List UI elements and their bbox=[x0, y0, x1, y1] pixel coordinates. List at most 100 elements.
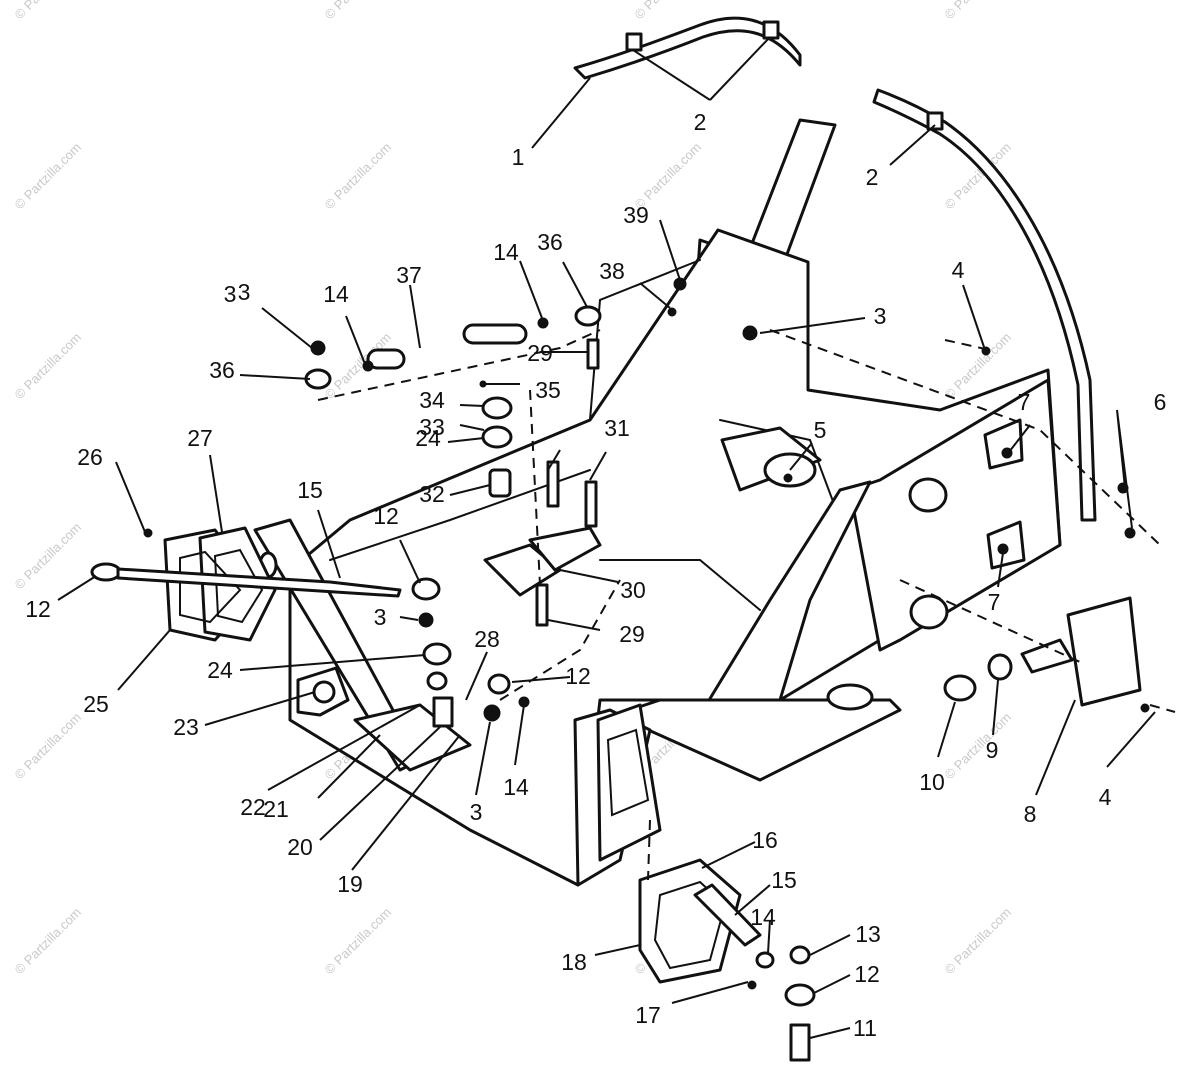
stud-19 bbox=[432, 696, 454, 728]
callout-37: 37 bbox=[396, 262, 422, 288]
watermark-text: © Partzilla.com bbox=[12, 0, 85, 22]
callout-4: 4 bbox=[1099, 784, 1112, 810]
callout-7: 7 bbox=[988, 589, 1001, 615]
callout-16: 16 bbox=[752, 827, 778, 853]
spacer-9 bbox=[1020, 638, 1074, 674]
watermark-text: © Partzilla.com bbox=[322, 0, 395, 22]
callout-23: 23 bbox=[173, 714, 199, 740]
callout-39: 39 bbox=[623, 202, 649, 228]
callout-12: 12 bbox=[373, 503, 399, 529]
callout-1: 1 bbox=[512, 144, 525, 170]
bolt-11 bbox=[789, 1023, 811, 1062]
callout-24: 24 bbox=[207, 657, 233, 683]
knob-10 bbox=[943, 674, 977, 702]
callout-2: 2 bbox=[866, 164, 879, 190]
callout-4: 4 bbox=[952, 257, 965, 283]
callout-13: 13 bbox=[855, 921, 881, 947]
watermark-text: © Partzilla.com bbox=[12, 905, 85, 978]
callout-34: 34 bbox=[419, 387, 445, 413]
bushing-34 bbox=[481, 396, 513, 420]
frame-slot bbox=[826, 683, 874, 711]
frame bbox=[288, 228, 1062, 887]
shaft-15 bbox=[693, 883, 762, 947]
watermark-text: © Partzilla.com bbox=[12, 330, 85, 403]
callout-17: 17 bbox=[635, 1002, 661, 1028]
watermark-text: © Partzilla.com bbox=[632, 0, 705, 22]
callout-14: 14 bbox=[750, 904, 776, 930]
callout-9: 9 bbox=[986, 737, 999, 763]
callout-36: 36 bbox=[209, 357, 235, 383]
callout-24: 24 bbox=[415, 425, 441, 451]
tube-37 bbox=[366, 348, 406, 370]
callout-26: 26 bbox=[77, 444, 103, 470]
spacer-32 bbox=[488, 468, 512, 498]
watermark-text: © Partzilla.com bbox=[942, 0, 1015, 22]
callout-25: 25 bbox=[83, 691, 109, 717]
handlebar-clamp bbox=[762, 20, 780, 40]
alignment-lines bbox=[317, 329, 1176, 881]
callout-20: 20 bbox=[287, 834, 313, 860]
frame-hole bbox=[909, 594, 949, 630]
callout-22: 22 bbox=[240, 794, 266, 820]
washer-12 bbox=[784, 983, 816, 1007]
tube-37 bbox=[462, 323, 528, 345]
watermark-text: © Partzilla.com bbox=[322, 905, 395, 978]
bolt-31 bbox=[584, 480, 598, 528]
callout-15: 15 bbox=[297, 477, 323, 503]
callout-10: 10 bbox=[919, 769, 945, 795]
callout-14: 14 bbox=[503, 774, 529, 800]
callout-3: 3 bbox=[238, 279, 251, 305]
handlebar-clamp bbox=[926, 111, 944, 131]
callout-28: 28 bbox=[474, 626, 500, 652]
callout-12: 12 bbox=[25, 596, 51, 622]
side-plate bbox=[943, 596, 1142, 707]
watermark-text: © Partzilla.com bbox=[942, 710, 1015, 783]
nut-13 bbox=[789, 945, 811, 965]
callout-19: 19 bbox=[337, 871, 363, 897]
callout-2: 2 bbox=[694, 109, 707, 135]
frame-hole bbox=[908, 477, 948, 513]
plate-21 bbox=[353, 703, 472, 772]
callout-18: 18 bbox=[561, 949, 587, 975]
callout-3: 3 bbox=[224, 281, 237, 307]
bolt-29 bbox=[586, 338, 600, 370]
callout-6: 6 bbox=[1154, 389, 1167, 415]
leader-lines bbox=[57, 36, 1156, 1039]
handlebar-clamp bbox=[625, 32, 643, 52]
callout-29: 29 bbox=[527, 340, 553, 366]
bolt-29 bbox=[535, 583, 549, 627]
callout-12: 12 bbox=[565, 663, 591, 689]
watermark-text: © Partzilla.com bbox=[322, 140, 395, 213]
rod-end-12 bbox=[90, 562, 122, 582]
washer-24 bbox=[481, 425, 513, 449]
fasteners bbox=[143, 277, 1150, 990]
callout-21: 21 bbox=[263, 796, 289, 822]
callout-3: 3 bbox=[874, 303, 887, 329]
rod-12 bbox=[116, 567, 402, 598]
callout-14: 14 bbox=[493, 239, 519, 265]
watermark-text: © Partzilla.com bbox=[12, 710, 85, 783]
callout-27: 27 bbox=[187, 425, 213, 451]
washer-24 bbox=[422, 642, 452, 666]
callout-29: 29 bbox=[619, 621, 645, 647]
callout-30: 30 bbox=[620, 577, 646, 603]
callout-32: 32 bbox=[419, 481, 445, 507]
rod-end-36 bbox=[574, 305, 602, 327]
callout-5: 5 bbox=[814, 417, 827, 443]
watermark-text: © Partzilla.com bbox=[12, 520, 85, 593]
callout-33: 33 bbox=[419, 414, 445, 440]
callout-labels: 1223333344567789101112121212131414141415… bbox=[25, 109, 1166, 1041]
callout-11: 11 bbox=[853, 1015, 877, 1041]
callout-31: 31 bbox=[604, 415, 630, 441]
callout-38: 38 bbox=[599, 258, 625, 284]
watermark-text: © Partzilla.com bbox=[942, 905, 1015, 978]
bracket-7 bbox=[983, 418, 1024, 470]
callout-14: 14 bbox=[323, 281, 349, 307]
callout-3: 3 bbox=[374, 604, 387, 630]
watermark-text: © Partzilla.com bbox=[12, 140, 85, 213]
handlebar bbox=[573, 16, 1097, 522]
callout-3: 3 bbox=[470, 799, 483, 825]
lower-bracket bbox=[596, 703, 816, 1062]
callout-15: 15 bbox=[771, 867, 797, 893]
